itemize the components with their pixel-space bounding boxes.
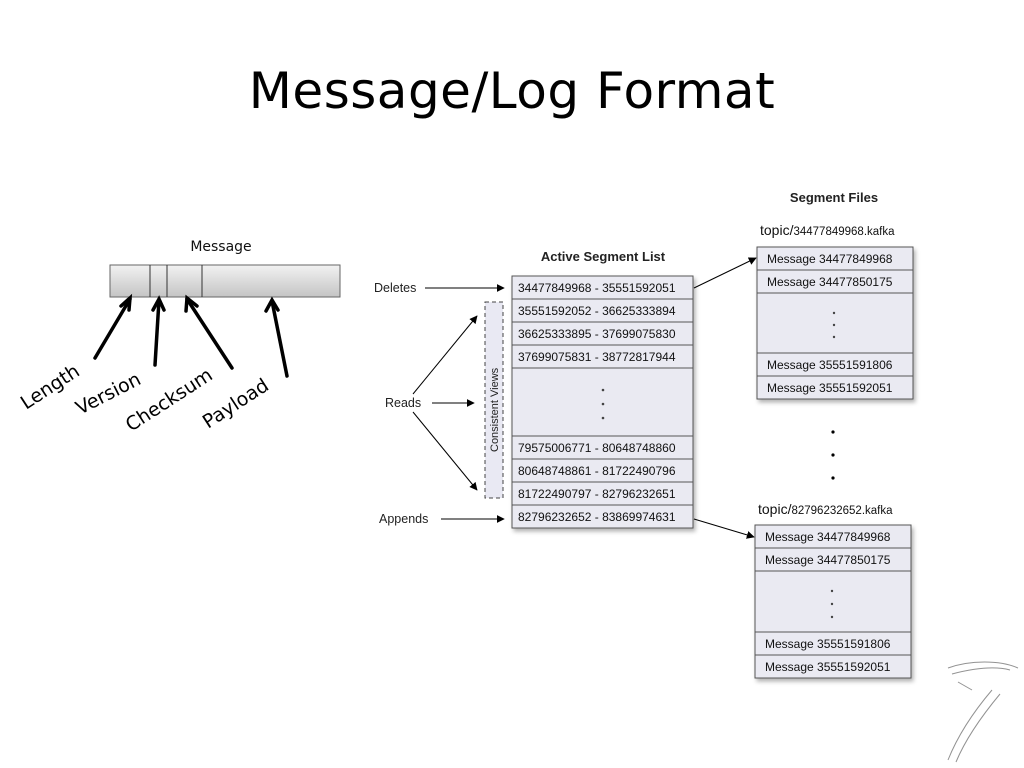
active-segment-list-title: Active Segment List xyxy=(541,249,666,264)
message-record-bar xyxy=(109,264,341,298)
message-row: Message 35551592051 xyxy=(765,660,891,674)
segment-row: 37699075831 - 38772817944 xyxy=(518,350,676,364)
length-arrow xyxy=(93,297,132,360)
segment-file-rows xyxy=(757,269,913,377)
reads-label: Reads xyxy=(385,396,421,410)
message-row: Message 34477849968 xyxy=(767,252,893,266)
active-segment-list xyxy=(511,275,694,529)
appends-label: Appends xyxy=(379,512,428,526)
segment-row: 35551592052 - 36625333894 xyxy=(518,304,676,318)
segment-file-box xyxy=(754,524,912,679)
checksum-arrow xyxy=(185,297,234,370)
message-row: Message 34477850175 xyxy=(767,275,893,289)
decorative-sketch-icon xyxy=(947,661,1019,763)
segment-row: 79575006771 - 80648748860 xyxy=(518,441,676,455)
ellipsis-dots xyxy=(601,388,605,420)
deletes-label: Deletes xyxy=(374,281,416,295)
ellipsis-dots xyxy=(830,589,834,619)
payload-arrow xyxy=(270,299,289,378)
version-arrow xyxy=(153,298,161,367)
segment-file-name: topic/82796232652.kafka xyxy=(758,501,893,517)
message-row: Message 35551591806 xyxy=(767,358,893,372)
segment-files-title: Segment Files xyxy=(790,190,878,205)
message-row: Message 35551592051 xyxy=(767,381,893,395)
segment-row: 80648748861 - 81722490796 xyxy=(518,464,676,478)
consistent-views-box xyxy=(484,301,504,499)
active-segment-rows xyxy=(512,298,693,506)
segment-file-rows xyxy=(755,547,911,656)
message-row: Message 34477850175 xyxy=(765,553,891,567)
segment-file-box xyxy=(756,246,914,400)
message-label: Message xyxy=(190,239,251,255)
field-pointer-arrows xyxy=(93,293,289,378)
segment-row: 34477849968 - 35551592051 xyxy=(518,281,676,295)
message-row: Message 35551591806 xyxy=(765,637,891,651)
segment-row: 82796232652 - 83869974631 xyxy=(518,510,676,524)
segment-file-name: topic/34477849968.kafka xyxy=(760,222,895,238)
ellipsis-dots xyxy=(832,311,836,339)
field-label-length: Length xyxy=(17,360,84,414)
segment-row: 36625333895 - 37699075830 xyxy=(518,327,676,341)
ellipsis-dots xyxy=(831,430,835,480)
segment-row: 81722490797 - 82796232651 xyxy=(518,487,676,501)
message-row: Message 34477849968 xyxy=(765,530,891,544)
slide-title: Message/Log Format xyxy=(248,62,776,120)
consistent-views-label: Consistent Views xyxy=(489,367,501,452)
